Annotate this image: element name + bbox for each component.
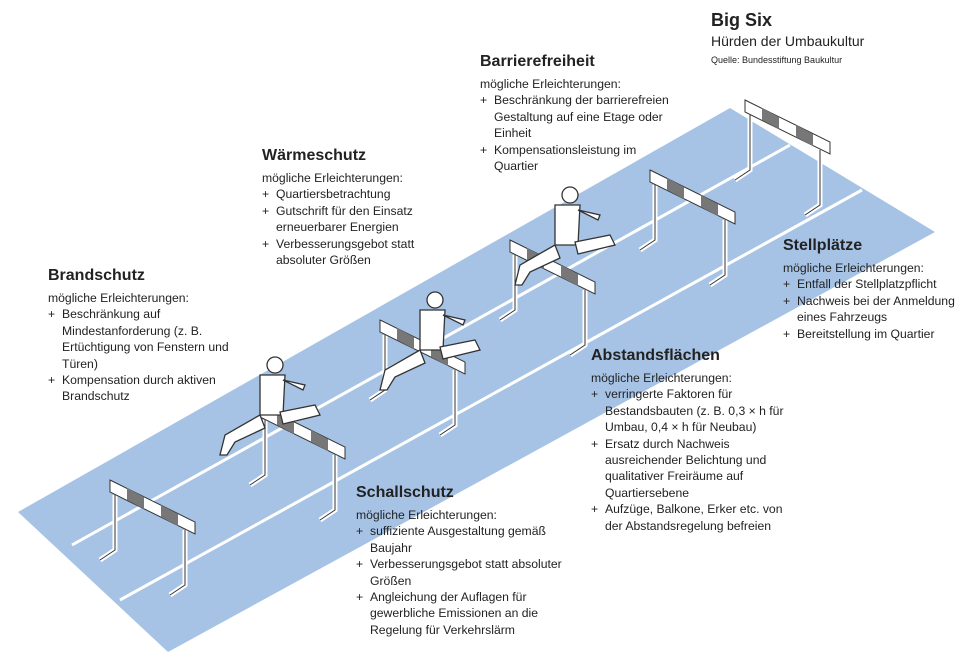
section-heading: Barrierefreiheit [480,53,595,70]
relief-list: +Beschränkung auf Mindestanforderung (z.… [48,306,238,404]
plus-icon: + [783,293,791,308]
section-intro: mögliche Erleichterungen: [591,371,732,385]
section-heading: Abstandsflächen [591,347,720,364]
title-block: Big Six Hürden der Umbaukultur Quelle: B… [711,9,864,69]
plus-icon: + [48,373,56,388]
plus-icon: + [356,557,364,572]
section-barrierefreiheit: Barrierefreiheit mögliche Erleichterungen… [480,52,680,174]
plus-icon: + [480,142,488,157]
section-intro: mögliche Erleichterungen: [783,261,924,275]
relief-item: +verringerte Faktoren für Bestandsbauten… [591,387,784,435]
plus-icon: + [783,277,791,292]
relief-item: +suffiziente Ausgestaltung gemäß Baujahr [356,524,546,555]
plus-icon: + [356,524,364,539]
relief-item: +Beschränkung auf Mindestanforderung (z.… [48,307,229,371]
lane-line [119,188,863,602]
relief-item: +Verbesserungsgebot statt absoluter Größ… [356,557,562,588]
relief-item: +Kompensation durch aktiven Brandschutz [48,373,216,404]
section-heading: Stellplätze [783,237,863,254]
relief-item: +Nachweis bei der Anmeldung eines Fahrze… [783,293,955,325]
plus-icon: + [262,203,270,218]
relief-item: +Aufzüge, Balkone, Erker etc. von der Ab… [591,502,783,533]
relief-list: +suffiziente Ausgestaltung gemäß Baujahr… [356,523,566,638]
hurdle [733,99,831,218]
relief-list: +verringerte Faktoren für Bestandsbauten… [591,386,796,534]
relief-list: +Beschränkung der barrierefreien Gestalt… [480,92,680,174]
section-heading: Brandschutz [48,267,145,284]
relief-item: +Verbesserungsgebot statt absoluter Größ… [262,236,415,268]
plus-icon: + [783,326,791,341]
section-heading: Schallschutz [356,484,454,501]
relief-item: +Ersatz durch Nachweis ausreichender Bel… [591,436,767,500]
plus-icon: + [480,93,488,108]
plus-icon: + [591,387,599,402]
hurdle [498,239,596,358]
relief-item: +Entfall der Stellplatzpflicht [783,277,937,292]
section-intro: mögliche Erleichterungen: [480,77,621,91]
relief-item: +Kompensationsleistung im Quartier [480,142,637,174]
source-note: Quelle: Bundesstiftung Baukultur [711,55,843,65]
relief-list: +Entfall der Stellplatzpflicht+Nachweis … [783,276,978,342]
athlete [514,186,616,286]
hurdle [638,169,736,288]
title-heading: Big Six [711,10,773,30]
section-intro: mögliche Erleichterungen: [48,291,189,305]
athlete [379,291,481,391]
relief-item: +Angleichung der Auflagen für gewerblich… [356,590,539,637]
hurdle [98,479,196,598]
section-heading: Wärmeschutz [262,147,367,164]
athlete [219,356,321,456]
relief-item: +Gutschrift für den Einsatz erneuerbarer… [262,203,413,235]
section-intro: mögliche Erleichterungen: [262,171,403,185]
relief-item: +Quartiersbetrachtung [262,187,391,202]
relief-item: +Beschränkung der barrierefreien Gestalt… [480,93,669,141]
relief-list: +Quartiersbetrachtung+Gutschrift für den… [262,186,462,268]
plus-icon: + [591,436,599,451]
plus-icon: + [48,307,56,322]
section-intro: mögliche Erleichterungen: [356,508,497,522]
plus-icon: + [262,236,270,251]
plus-icon: + [356,590,364,605]
section-abstandsflaechen: Abstandsflächen mögliche Erleichterungen:… [591,346,796,534]
relief-item: +Bereitstellung im Quartier [783,326,935,341]
title-subtitle: Hürden der Umbaukultur [711,33,865,49]
plus-icon: + [591,502,599,517]
section-brandschutz: Brandschutz mögliche Erleichterungen: +Bes… [48,266,238,405]
running-track [18,108,935,652]
plus-icon: + [262,187,270,202]
